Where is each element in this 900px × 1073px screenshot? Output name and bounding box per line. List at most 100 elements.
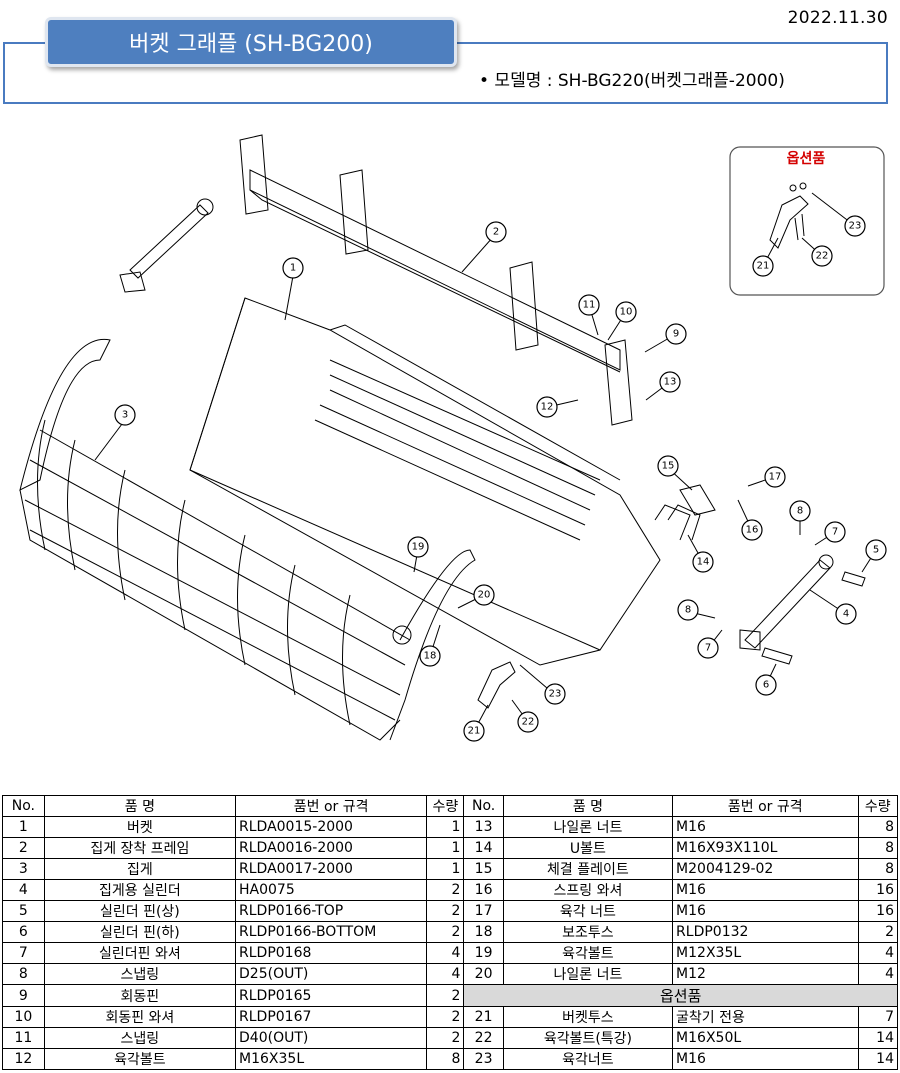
callout-3: 3 <box>114 404 136 426</box>
part-name: 체결 플레이트 <box>502 858 674 880</box>
part-code: M16 <box>672 900 859 922</box>
part-qty: 16 <box>857 900 899 922</box>
part-code: M16 <box>672 816 859 838</box>
svg-text:7: 7 <box>832 527 838 538</box>
ubolt-drawing <box>654 484 716 541</box>
callout-option-23: 23 <box>844 215 866 237</box>
callout-20: 20 <box>473 584 495 606</box>
svg-text:9: 9 <box>673 329 679 340</box>
part-qty: 7 <box>857 1006 899 1028</box>
part-qty: 4 <box>426 963 465 985</box>
part-name: 버켓 <box>43 816 237 838</box>
part-name: 스냅링 <box>43 963 237 985</box>
callout-2: 2 <box>485 221 507 243</box>
svg-text:3: 3 <box>122 410 128 421</box>
svg-text:15: 15 <box>662 461 675 472</box>
svg-text:14: 14 <box>697 557 710 568</box>
part-no: 6 <box>2 921 45 943</box>
callout-23: 23 <box>544 683 566 705</box>
part-no: 22 <box>463 1027 504 1049</box>
callout-12: 12 <box>536 396 558 418</box>
part-name: 스프링 와셔 <box>502 879 674 901</box>
part-name: 스냅링 <box>43 1027 237 1049</box>
part-qty: 1 <box>426 858 465 880</box>
callout-9: 9 <box>665 323 687 345</box>
svg-text:1: 1 <box>290 263 296 274</box>
svg-text:17: 17 <box>769 472 782 483</box>
svg-text:21: 21 <box>757 261 770 272</box>
header-no: No. <box>463 795 504 817</box>
part-qty: 2 <box>426 984 465 1007</box>
option-tooth-drawing <box>769 195 809 249</box>
svg-text:23: 23 <box>549 689 562 700</box>
grapple-drawing <box>19 338 476 741</box>
model-name: • 모델명 : SH-BG220(버켓그래플-2000) <box>479 71 785 91</box>
svg-text:8: 8 <box>685 605 691 616</box>
part-qty: 1 <box>426 837 465 859</box>
part-no: 4 <box>2 879 45 901</box>
part-code: M12 <box>672 963 859 985</box>
svg-text:6: 6 <box>763 680 769 691</box>
part-no: 13 <box>463 816 504 838</box>
frame-drawing <box>239 134 633 426</box>
part-no: 19 <box>463 942 504 964</box>
part-no: 21 <box>463 1006 504 1028</box>
part-no: 5 <box>2 900 45 922</box>
svg-text:2: 2 <box>493 227 499 238</box>
part-code: D40(OUT) <box>235 1027 428 1049</box>
svg-text:4: 4 <box>843 609 849 620</box>
part-name: 실린더핀 와셔 <box>43 942 237 964</box>
part-name: 버켓투스 <box>502 1006 674 1028</box>
part-code: M16X93X110L <box>672 837 859 859</box>
part-no: 3 <box>2 858 45 880</box>
part-code: RLDA0016-2000 <box>235 837 428 859</box>
header-qty: 수량 <box>426 795 465 817</box>
part-code: RLDP0165 <box>235 984 428 1007</box>
part-name: 육각 너트 <box>502 900 674 922</box>
part-no: 11 <box>2 1027 45 1049</box>
part-code: M16X50L <box>672 1027 859 1049</box>
part-qty: 8 <box>857 858 899 880</box>
part-name: 회동핀 <box>43 984 237 1007</box>
header-code: 품번 or 규격 <box>672 795 859 817</box>
part-qty: 8 <box>857 816 899 838</box>
part-code: M12X35L <box>672 942 859 964</box>
svg-text:20: 20 <box>478 590 491 601</box>
tooth-drawing <box>477 661 516 709</box>
callout-11: 11 <box>578 294 600 316</box>
callout-21: 21 <box>463 720 485 742</box>
part-qty: 4 <box>857 942 899 964</box>
part-name: 집게 장착 프레임 <box>43 837 237 859</box>
table-header-row: No. 품 명 품번 or 규격 수량 No. 품 명 품번 or 규격 수량 <box>2 795 899 817</box>
part-qty: 16 <box>857 879 899 901</box>
callout-22: 22 <box>517 711 539 733</box>
part-code: RLDP0166-TOP <box>235 900 428 922</box>
svg-text:12: 12 <box>541 402 554 413</box>
part-code: M16 <box>672 879 859 901</box>
part-qty: 8 <box>857 837 899 859</box>
svg-text:11: 11 <box>583 300 596 311</box>
callout-18: 18 <box>419 645 441 667</box>
callout-option-21: 21 <box>752 255 774 277</box>
header-no: No. <box>2 795 45 817</box>
callout-5: 5 <box>865 539 887 561</box>
callout-7a: 7 <box>824 521 846 543</box>
header-name: 품 명 <box>43 795 237 817</box>
exploded-parts-diagram: 옵션품 <box>19 134 887 742</box>
part-name: 육각볼트 <box>43 1048 237 1070</box>
part-name: 보조투스 <box>502 921 674 943</box>
part-name: 육각볼트 <box>502 942 674 964</box>
header-code: 품번 or 규격 <box>235 795 428 817</box>
part-qty: 2 <box>426 1006 465 1028</box>
header-qty: 수량 <box>857 795 899 817</box>
svg-text:23: 23 <box>849 221 862 232</box>
part-qty: 8 <box>426 1048 465 1070</box>
part-no: 12 <box>2 1048 45 1070</box>
part-name: 실린더 핀(하) <box>43 921 237 943</box>
part-name: 실린더 핀(상) <box>43 900 237 922</box>
bucket-drawing <box>189 297 661 666</box>
